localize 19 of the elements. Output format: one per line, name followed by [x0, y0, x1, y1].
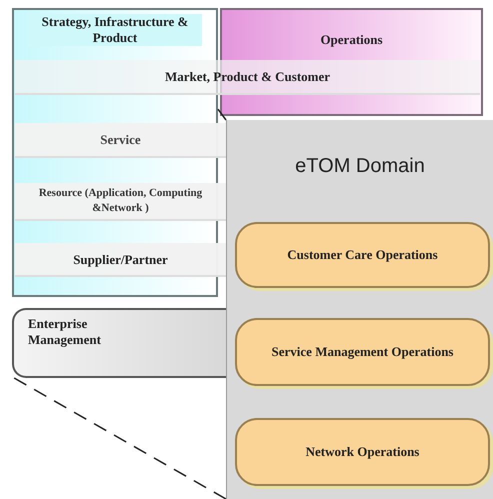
box-label: Resource (Application, Computing &Network ): [38, 186, 204, 216]
band: [15, 60, 480, 95]
box-label: Service: [99, 132, 142, 148]
process-box: [235, 318, 490, 386]
box-label: Customer Care Operations: [287, 247, 438, 263]
box-label: Service Management Operations: [272, 344, 454, 360]
panel: [226, 120, 493, 499]
box-label: Operations: [319, 32, 384, 48]
box-label: Strategy, Infrastructure & Product: [28, 14, 202, 46]
box-label: Enterprise Management: [28, 316, 102, 348]
process-box: [235, 418, 490, 486]
dashed-line: [217, 108, 227, 120]
box-label: eTOM Domain: [294, 158, 426, 174]
dashed-line: [14, 377, 226, 499]
rounded-box: [12, 308, 226, 378]
box-label: Supplier/Partner: [72, 252, 169, 268]
process-box: [235, 222, 490, 288]
box-label: Market, Product & Customer: [164, 69, 332, 85]
box-label: Network Operations: [306, 444, 420, 460]
